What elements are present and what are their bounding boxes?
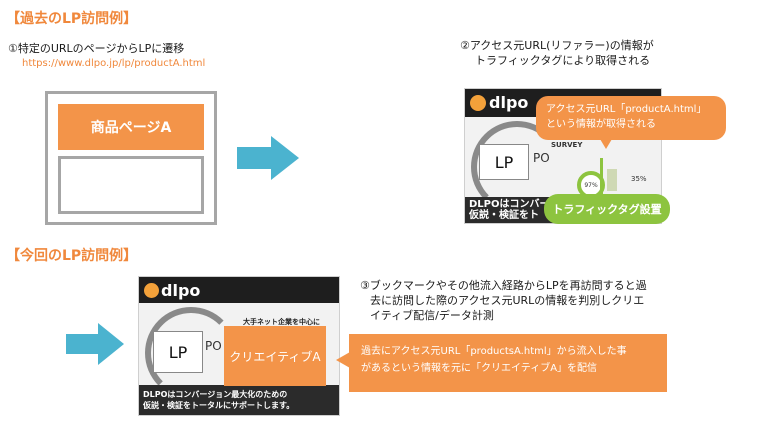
po-text: PO xyxy=(533,151,550,165)
placeholder-box xyxy=(58,156,204,214)
band-line-1: DLPOはコンバージョン最大化のための xyxy=(143,390,288,399)
referrer-bubble: アクセス元URL「productA.html」 という情報が取得される xyxy=(536,96,726,140)
product-page-box: 商品ページA xyxy=(58,104,204,150)
band-line-1: DLPOはコンバー xyxy=(469,199,550,210)
step1-text: ①特定のURLのページからLPに遷移 xyxy=(8,42,185,55)
flow-arrow-2 xyxy=(66,334,100,354)
site-logo: dlpo xyxy=(161,281,201,300)
tag-connector xyxy=(600,158,603,194)
step3-line1: ③ブックマークやその他流入経路からLPを再訪問すると過 xyxy=(360,279,647,292)
callout-tail xyxy=(336,352,350,368)
flow-arrow-2-head xyxy=(98,323,124,365)
band-line-2: 仮説・検証をトータルにサポートします。 xyxy=(143,401,295,410)
callout-line-1: 過去にアクセス元URL「productsA.html」から流入した事 xyxy=(361,346,627,357)
source-page-diagram: 商品ページA xyxy=(45,91,217,225)
step2-line1: ②アクセス元URL(リファラー)の情報が xyxy=(460,39,654,52)
step3-line2: 去に訪問した際のアクセス元URLの情報を判別しクリエ xyxy=(370,294,645,307)
band-line-2: 仮説・検証をト xyxy=(469,210,539,221)
bar-mark xyxy=(607,169,617,191)
creative-a-box: クリエイティブA xyxy=(224,326,326,386)
step2-line2: トラフィックタグにより取得される xyxy=(475,54,651,67)
percent-value-2: 35% xyxy=(631,175,647,183)
decorative-arc xyxy=(145,307,237,399)
step3-line3: イティブ配信/データ計測 xyxy=(370,309,494,322)
callout-box: 過去にアクセス元URL「productsA.html」から流入した事 があるとい… xyxy=(349,334,667,392)
logo-circle-icon xyxy=(144,283,159,298)
flow-arrow-1-head xyxy=(271,136,299,180)
bubble-line-2: という情報が取得される xyxy=(546,119,656,130)
callout-line-2: があるという情報を元に「クリエイティブA」を配信 xyxy=(361,363,598,374)
logo-circle-icon xyxy=(470,95,486,111)
decorative-arc xyxy=(471,121,563,213)
source-url: https://www.dlpo.jp/lp/productA.html xyxy=(22,58,206,69)
hero-band: DLPOはコンバージョン最大化のための 仮説・検証をトータルにサポートします。 xyxy=(139,385,339,415)
po-text: PO xyxy=(205,339,222,353)
section1-title: 【過去のLP訪問例】 xyxy=(6,11,138,27)
site-header xyxy=(139,277,339,303)
survey-text: SURVEY xyxy=(551,141,583,149)
bubble-tail xyxy=(600,139,612,149)
percent-value: 97% xyxy=(584,181,598,189)
flow-arrow-1 xyxy=(237,147,273,169)
bubble-line-1: アクセス元URL「productA.html」 xyxy=(546,104,707,115)
lp-label-box: LP xyxy=(153,331,203,373)
lp-label-box: LP xyxy=(479,144,529,180)
site-logo: dlpo xyxy=(489,93,529,112)
headline-text: 大手ネット企業を中心に xyxy=(243,318,320,326)
section2-title: 【今回のLP訪問例】 xyxy=(6,248,138,264)
traffic-tag-pill: トラフィックタグ設置 xyxy=(544,194,670,224)
